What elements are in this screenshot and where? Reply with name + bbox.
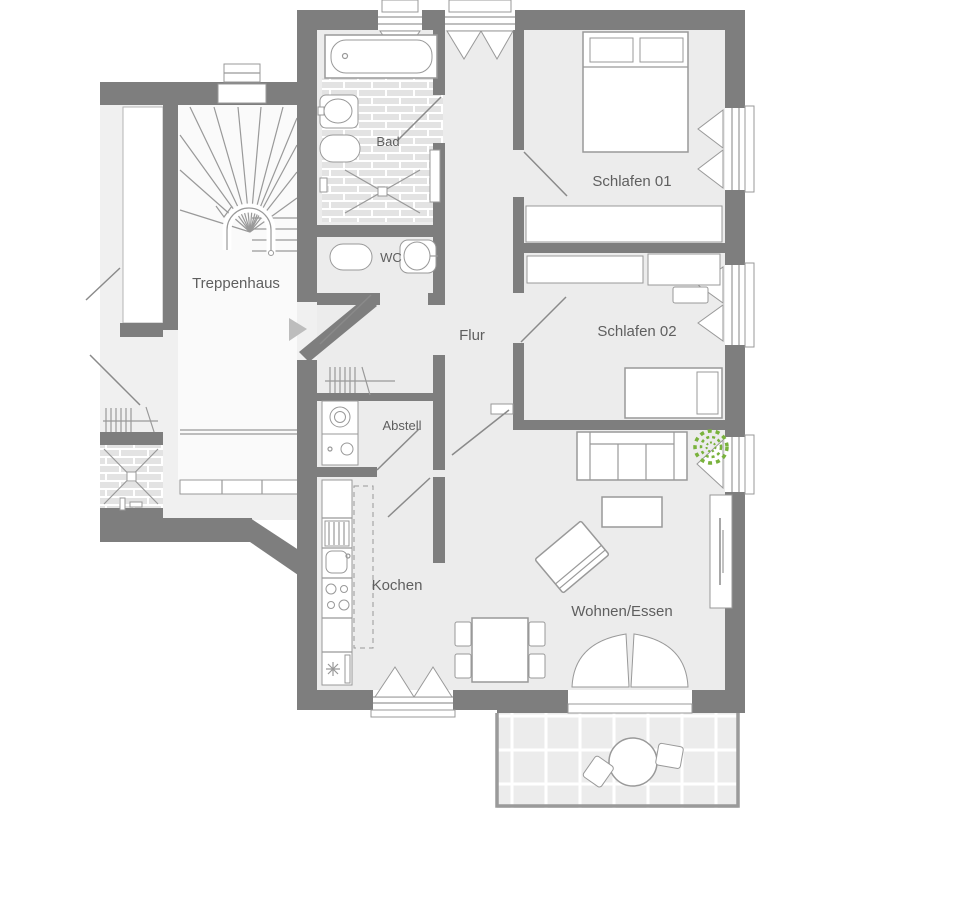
bad-label: Bad — [376, 134, 399, 149]
bad-toilet-icon — [319, 134, 361, 163]
wc-sink-icon — [399, 239, 438, 274]
double-bed-icon — [582, 31, 689, 153]
bad-fixtures — [317, 34, 441, 214]
washing-machine-icon — [321, 400, 359, 435]
flur-coat-rack-icon — [325, 366, 395, 396]
neighbour-door-swings — [85, 267, 141, 406]
bad-niche — [429, 149, 441, 203]
stove-icon — [325, 583, 350, 611]
sofa-icon — [576, 431, 688, 481]
shower-icon — [319, 169, 421, 214]
schlafen01-window — [697, 105, 755, 193]
shaft-wall-bottom — [120, 323, 163, 337]
desk-icon — [647, 253, 721, 286]
upper-cabinets — [353, 485, 374, 649]
fridge-icon — [326, 654, 351, 684]
entrance-door — [319, 294, 372, 345]
stairwell-window — [217, 63, 267, 104]
single-bed-icon — [624, 367, 723, 419]
abstell-label: Abstell — [382, 418, 421, 433]
stairs-icon — [179, 106, 298, 256]
flur-label: Flur — [459, 327, 485, 344]
desk-chair-icon — [672, 286, 709, 304]
wc-fixtures — [329, 239, 438, 274]
coffee-table-icon — [601, 496, 663, 528]
bathtub-icon — [324, 34, 438, 79]
stairwell-top-wall — [100, 82, 320, 105]
schlafen02-label: Schlafen 02 — [597, 323, 676, 340]
wohnen-furniture — [454, 429, 733, 683]
wohnen-door — [451, 409, 510, 456]
apartment: Bad WC Flur Schlafen 01 Schlafen 02 Abst… — [297, 0, 755, 808]
shaft — [122, 106, 164, 324]
dryer-icon — [321, 433, 359, 466]
section-bottom-wall — [100, 518, 252, 542]
terrace-table-icon — [582, 737, 684, 788]
schlafen01-wardrobe-icon — [525, 205, 723, 243]
schlafen02-furniture — [526, 253, 723, 419]
terrace-left-pier — [497, 690, 568, 713]
sideboard-icon — [709, 494, 733, 609]
plant-icon — [693, 429, 729, 465]
entrance-arrow-icon — [289, 318, 307, 341]
armchair-icon — [534, 520, 610, 594]
top-wall — [297, 10, 745, 30]
stairwell-section: Treppenhaus — [85, 63, 320, 588]
shaft-wall — [163, 105, 178, 330]
left-wall-lower — [297, 360, 317, 710]
dishwasher-icon — [324, 520, 350, 547]
bad-sink-icon — [317, 94, 359, 129]
schlafen01-furniture — [525, 31, 723, 243]
kochen-window — [370, 666, 456, 718]
coat-rack-icon — [103, 406, 158, 439]
left-wall-upper — [297, 10, 317, 302]
schlafen02-wardrobe-icon — [526, 255, 644, 284]
kitchen-sink-icon — [325, 550, 351, 574]
kitchen-counter-icon — [321, 479, 374, 686]
flur-window — [445, 0, 515, 61]
kochen-label: Kochen — [372, 577, 423, 594]
kochen-door — [387, 477, 431, 518]
wc-toilet-icon — [329, 243, 373, 271]
schlafen01-door — [523, 151, 568, 197]
entrance-chamfer-wall — [299, 296, 377, 362]
schlafen02-door — [520, 296, 567, 343]
terrace-french-door — [567, 633, 693, 714]
neighbour-shower-icon — [100, 432, 163, 520]
abstell-door — [376, 428, 420, 471]
dining-table-icon — [454, 617, 546, 683]
terrace-right-pier — [692, 690, 745, 713]
terrace — [495, 713, 740, 808]
wc-label: WC — [380, 250, 402, 265]
door-swing-icons — [319, 96, 568, 518]
bad-door — [396, 96, 442, 142]
abstell-appliances — [321, 400, 359, 466]
schlafen01-label: Schlafen 01 — [592, 173, 671, 190]
wohnen-label: Wohnen/Essen — [571, 603, 672, 620]
treppenhaus-label: Treppenhaus — [192, 275, 280, 292]
